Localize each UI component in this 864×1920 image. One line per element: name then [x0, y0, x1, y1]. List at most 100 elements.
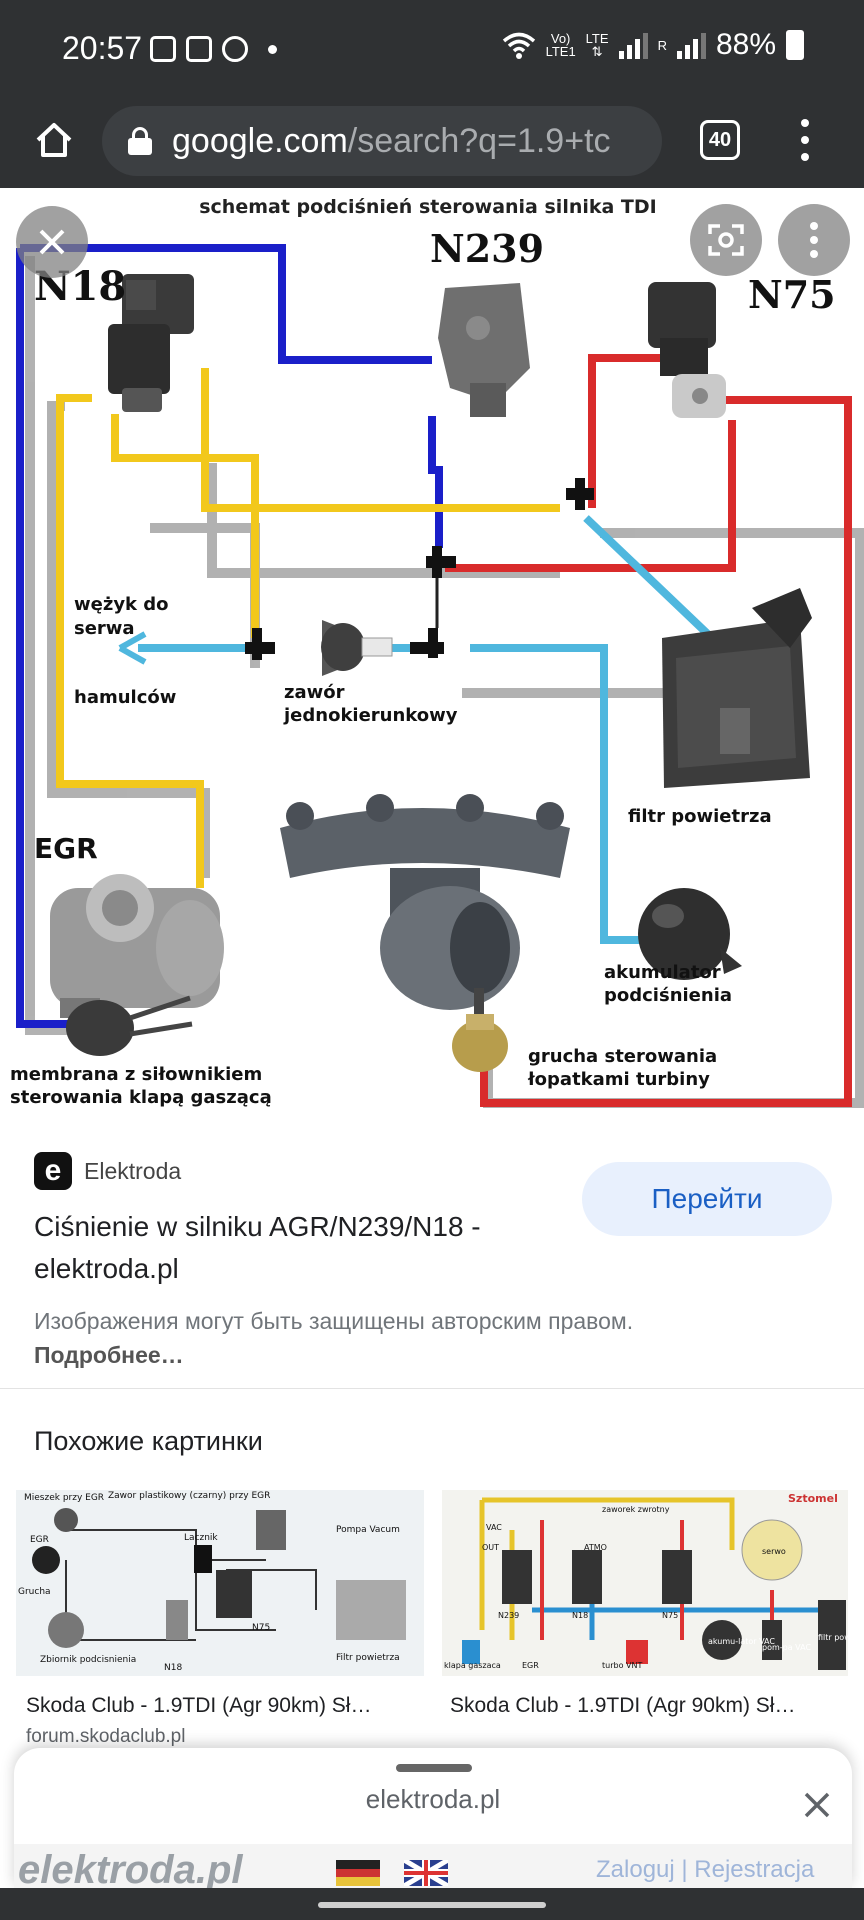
svg-text:Mieszek przy EGR: Mieszek przy EGR [24, 1493, 104, 1503]
svg-text:klapa gaszaca: klapa gaszaca [444, 1661, 501, 1670]
n75-valve-illustration [648, 282, 726, 418]
accumulator-label-line1: akumulator [604, 962, 721, 983]
gesture-handle[interactable] [318, 1902, 546, 1908]
site-preview-sheet[interactable]: elektroda.pl elektroda.pl Zaloguj | Reje… [14, 1748, 852, 1888]
signal-strength-1-icon [618, 31, 648, 59]
diagram-title: schemat podciśnień sterowania silnika TD… [199, 196, 657, 218]
address-bar[interactable]: google.com/search?q=1.9+tc [102, 106, 662, 176]
svg-text:N18: N18 [572, 1611, 588, 1620]
browser-toolbar: google.com/search?q=1.9+tc 40 [0, 96, 864, 188]
turbocharger-illustration [280, 794, 570, 1028]
battery-charging-icon [786, 30, 804, 60]
hose-label-line2: serwa [74, 618, 135, 639]
image-more-button[interactable] [778, 204, 850, 276]
similar-image-1-diagram: Mieszek przy EGR Zawor plastikowy (czarn… [18, 1491, 406, 1673]
source-name: Elektroda [84, 1157, 182, 1184]
n239-valve-illustration [438, 283, 530, 417]
system-status-icons: Vo) LTE1 LTE⇅ R 88% [502, 28, 804, 62]
sheet-domain: elektroda.pl [365, 1784, 501, 1814]
more-notifications-dot-icon [268, 44, 277, 54]
vacuum-diagram: schemat podciśnień sterowania silnika TD… [0, 188, 864, 1124]
hose-label-line3: hamulców [74, 687, 176, 708]
svg-text:N239: N239 [498, 1611, 519, 1620]
svg-text:N75: N75 [662, 1611, 678, 1620]
svg-text:Pompa Vacum: Pompa Vacum [336, 1525, 400, 1535]
svg-text:Filtr powietrza: Filtr powietrza [336, 1653, 400, 1663]
browser-menu-button[interactable] [790, 114, 820, 166]
membrane-actuator-illustration [66, 995, 193, 1056]
home-button[interactable] [24, 110, 84, 170]
egr-valve-illustration [50, 874, 224, 1018]
air-filter-illustration [662, 588, 812, 788]
sheet-close-button[interactable] [800, 1788, 834, 1822]
svg-text:serwo: serwo [762, 1547, 786, 1556]
one-way-valve-illustration [321, 620, 393, 676]
gallery-notification-icon [150, 36, 176, 62]
membrane-label-line1: membrana z siłownikiem [10, 1064, 262, 1085]
image-preview[interactable]: schemat podciśnień sterowania silnika TD… [0, 188, 864, 1124]
learn-more-link[interactable]: Подробнее… [34, 1342, 184, 1368]
close-preview-button[interactable] [16, 206, 88, 278]
tab-switcher-button[interactable]: 40 [700, 120, 740, 160]
hose-label-line1: wężyk do [74, 594, 169, 615]
n18-valve-illustration [108, 274, 194, 412]
sheet-drag-handle[interactable] [396, 1764, 472, 1772]
uk-flag-icon[interactable] [404, 1860, 448, 1886]
divider [0, 1388, 864, 1389]
copyright-notice: Изображения могут быть защищены авторски… [34, 1308, 634, 1368]
elektroda-logo-icon: e [34, 1152, 72, 1190]
signal-strength-2-icon [676, 31, 706, 59]
close-icon [39, 229, 65, 255]
svg-text:pom-pa VAC: pom-pa VAC [762, 1643, 811, 1652]
membrane-label-line2: sterowania klapą gaszącą [10, 1087, 272, 1108]
filter-label: filtr powietrza [628, 806, 772, 827]
system-navigation-bar [0, 1888, 864, 1920]
similar-image-1[interactable]: Mieszek przy EGR Zawor plastikowy (czarn… [16, 1490, 424, 1676]
svg-text:Zawor plastikowy (czarny) przy: Zawor plastikowy (czarny) przy EGR [108, 1491, 270, 1501]
result-title-link[interactable]: Ciśnienie w silniku AGR/N239/N18 - elekt… [34, 1211, 481, 1284]
egr-label: EGR [34, 832, 98, 865]
svg-text:OUT: OUT [482, 1543, 499, 1552]
volte-indicator: Vo) LTE1 [545, 31, 576, 59]
status-time: 20:57 [62, 30, 143, 66]
svg-text:turbo VNT: turbo VNT [602, 1661, 642, 1670]
pear-label-line1: grucha sterowania [528, 1046, 717, 1067]
messenger-notification-icon [222, 36, 248, 62]
lte-indicator: LTE⇅ [585, 31, 609, 59]
similar-images-heading: Похожие картинки [34, 1426, 263, 1456]
visit-button[interactable]: Перейти [582, 1162, 832, 1236]
source-info[interactable]: e Elektroda [34, 1152, 181, 1190]
svg-text:Lacznik: Lacznik [184, 1533, 218, 1543]
site-preview-login-links: Zaloguj | Rejestracja [596, 1856, 815, 1883]
lens-icon [708, 224, 744, 256]
site-preview-logo: elektroda.pl [18, 1848, 243, 1888]
lock-icon [128, 127, 152, 155]
svg-text:N18: N18 [164, 1663, 182, 1673]
wastegate-pear-illustration [452, 1014, 508, 1072]
similar-image-2-caption[interactable]: Skoda Club - 1.9TDI (Agr 90km) Sł… [450, 1694, 796, 1717]
similar-image-1-domain: forum.skodaclub.pl [26, 1726, 186, 1747]
wifi-icon [502, 32, 535, 59]
german-flag-icon[interactable] [336, 1860, 380, 1886]
similar-image-2-diagram: Sztomel zaworek zwrotny VAC OUT ATMO N23… [444, 1492, 848, 1670]
more-vertical-icon [810, 222, 818, 258]
svg-text:VAC: VAC [486, 1523, 502, 1532]
n239-label: N239 [430, 226, 544, 271]
svg-text:Zbiornik podcisnienia: Zbiornik podcisnienia [40, 1655, 136, 1665]
svg-text:ATMO: ATMO [584, 1543, 607, 1552]
similar-image-2[interactable]: Sztomel zaworek zwrotny VAC OUT ATMO N23… [442, 1490, 848, 1676]
svg-text:filtr powie-trza: filtr powie-trza [818, 1633, 848, 1642]
svg-text:N75: N75 [252, 1623, 270, 1633]
pear-label-line2: łopatkami turbiny [527, 1069, 710, 1090]
lens-search-button[interactable] [690, 204, 762, 276]
home-icon [36, 123, 72, 157]
svg-text:akumu-lator VAC: akumu-lator VAC [708, 1637, 775, 1646]
svg-text:Grucha: Grucha [18, 1587, 51, 1597]
url-text: google.com/search?q=1.9+tc [172, 121, 611, 160]
similar-image-1-caption[interactable]: Skoda Club - 1.9TDI (Agr 90km) Sł… [26, 1694, 372, 1717]
svg-text:Sztomel: Sztomel [788, 1492, 838, 1505]
svg-text:EGR: EGR [30, 1535, 49, 1545]
notification-icons [150, 36, 277, 62]
valve-label-line2: jednokierunkowy [283, 705, 458, 726]
roaming-indicator: R [657, 37, 667, 53]
